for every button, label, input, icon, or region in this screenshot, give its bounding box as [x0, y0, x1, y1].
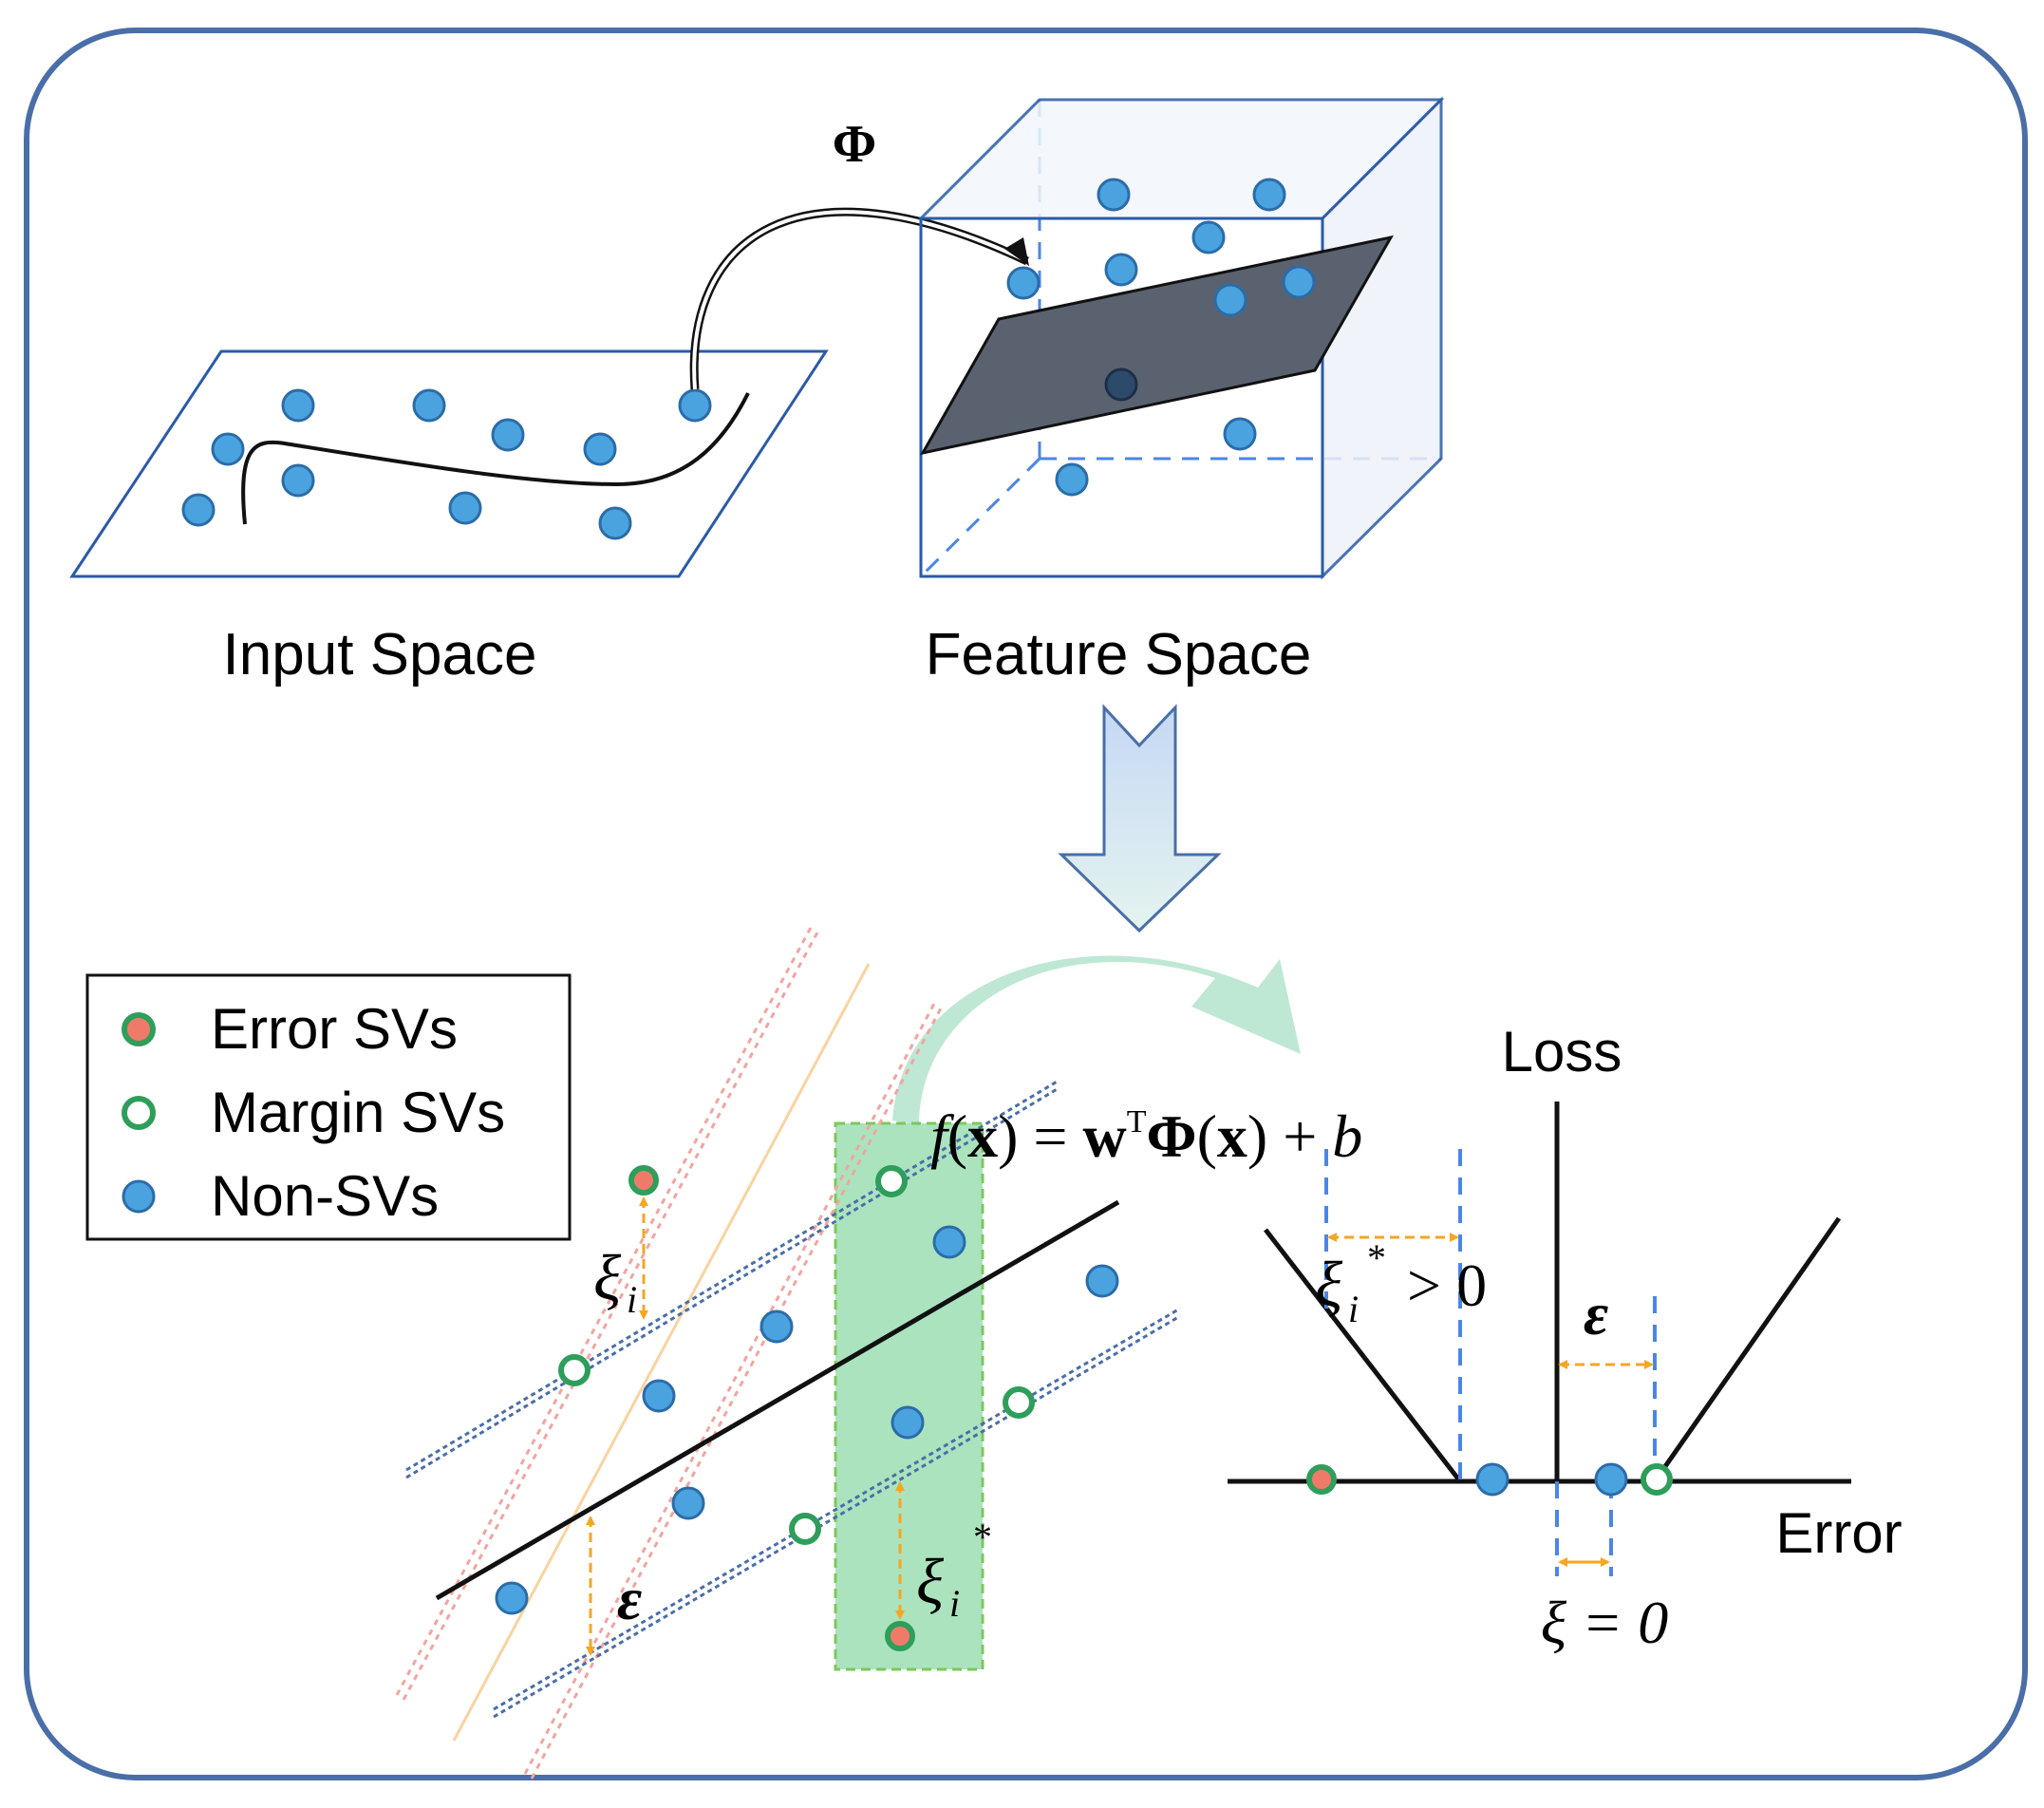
feature-space-cube: [917, 96, 1445, 580]
loss-right-branch: [1652, 1216, 1842, 1483]
error-axis-label: Error: [1775, 1501, 1902, 1565]
input-point: [678, 388, 712, 423]
nonsv-point: [759, 1309, 794, 1344]
feature-space-label: Feature Space: [926, 622, 1312, 687]
svg-text:ξ: ξ: [1315, 1248, 1343, 1320]
nonsv-point: [932, 1225, 966, 1259]
regression-line: [435, 1199, 1120, 1601]
svg-text:i: i: [1348, 1288, 1359, 1330]
input-plane: [69, 349, 829, 578]
error-sv-point: [885, 1621, 915, 1651]
margin-sv-point: [558, 1354, 591, 1386]
phi-mapping-arrow-inner: [692, 210, 1028, 390]
feature-point: [1213, 283, 1247, 317]
svg-text:ξ: ξ: [593, 1241, 622, 1313]
feature-point: [1097, 178, 1131, 212]
xi-zero-label: ξ = 0: [1541, 1589, 1669, 1656]
xi-star-label: ξ i *: [916, 1516, 992, 1625]
green-highlight-band: [834, 1121, 984, 1671]
feature-point: [1055, 462, 1089, 497]
svg-text:i: i: [949, 1582, 960, 1625]
svg-text:*: *: [1367, 1236, 1386, 1279]
loss-nonsv: [1475, 1462, 1510, 1497]
legend: Error SVs Margin SVs Non-SVs: [85, 973, 572, 1241]
feature-point: [1191, 220, 1226, 254]
input-curve: [241, 392, 750, 525]
feature-point: [1223, 417, 1257, 451]
lower-margin-line: [493, 1307, 1181, 1711]
regression-error-svs: [628, 1165, 915, 1651]
margin-sv-point: [875, 1165, 908, 1197]
regression-margin-svs: [558, 1165, 1035, 1545]
margin-sv-icon: [122, 1096, 156, 1130]
legend-item-error: Error SVs: [122, 997, 458, 1061]
epsilon-label-loss: ε: [1584, 1280, 1608, 1347]
input-point: [583, 432, 617, 466]
down-arrow: [1058, 704, 1222, 933]
xi-upper-label: ξ i: [593, 1241, 637, 1321]
input-point: [211, 432, 245, 466]
svg-text:*: *: [973, 1516, 992, 1558]
regression-nonsv-points: [495, 1225, 1119, 1615]
xi-star-condition-label: ξ i * > 0: [1315, 1236, 1487, 1330]
input-point: [281, 463, 315, 498]
margin-sv-point: [1003, 1386, 1035, 1419]
svg-text:i: i: [627, 1278, 637, 1321]
input-point: [598, 506, 632, 540]
input-point: [281, 388, 315, 423]
input-point: [181, 493, 216, 527]
non-sv-icon: [122, 1179, 156, 1214]
feature-points: [1006, 178, 1316, 497]
feature-point-behind-plane: [1104, 367, 1138, 402]
loss-nonsv: [1594, 1462, 1628, 1497]
input-points: [181, 388, 712, 540]
nonsv-point: [495, 1581, 529, 1615]
legend-error-label: Error SVs: [211, 997, 458, 1061]
nonsv-point: [1085, 1264, 1119, 1298]
hyperplane: [920, 235, 1394, 456]
input-point: [491, 418, 525, 452]
legend-item-margin: Margin SVs: [122, 1081, 505, 1144]
nonsv-point: [671, 1486, 705, 1520]
input-space-panel: [69, 349, 829, 578]
input-point: [448, 491, 482, 525]
error-sv-point: [628, 1165, 659, 1196]
feature-point: [1252, 178, 1286, 212]
nonsv-point: [891, 1405, 925, 1440]
legend-margin-label: Margin SVs: [211, 1081, 505, 1144]
loss-axis-label: Loss: [1502, 1020, 1622, 1083]
green-curved-arrow: [892, 955, 1301, 1125]
margin-sv-point: [789, 1513, 821, 1545]
feature-point: [1006, 266, 1041, 300]
upper-margin-line: [405, 1079, 1060, 1472]
nonsv-point: [642, 1379, 676, 1413]
phi-label: Φ: [833, 115, 876, 174]
phi-arrowhead: [1004, 237, 1029, 266]
regression-plot: ξ i ξ i * ε f(x) = wTΦ(x) + b: [395, 925, 1362, 1780]
legend-box: [85, 973, 572, 1241]
loss-error-sv: [1306, 1464, 1337, 1495]
input-space-label: Input Space: [223, 622, 537, 687]
svg-text:ξ: ξ: [916, 1545, 945, 1617]
loss-margin-sv: [1641, 1463, 1673, 1496]
legend-nonsv-label: Non-SVs: [211, 1164, 439, 1228]
input-point: [412, 388, 446, 423]
error-sv-icon: [122, 1012, 156, 1046]
regression-formula: f(x) = wTΦ(x) + b: [930, 1102, 1362, 1170]
feature-point: [1282, 265, 1316, 299]
svg-text:> 0: > 0: [1407, 1252, 1487, 1319]
loss-plot: Loss Error ξ i * > 0 ε ξ = 0: [1228, 1020, 1903, 1656]
legend-item-nonsv: Non-SVs: [122, 1164, 439, 1228]
epsilon-label-regression: ε: [617, 1565, 642, 1632]
loss-left-branch: [1264, 1228, 1462, 1483]
feature-point: [1104, 253, 1138, 287]
